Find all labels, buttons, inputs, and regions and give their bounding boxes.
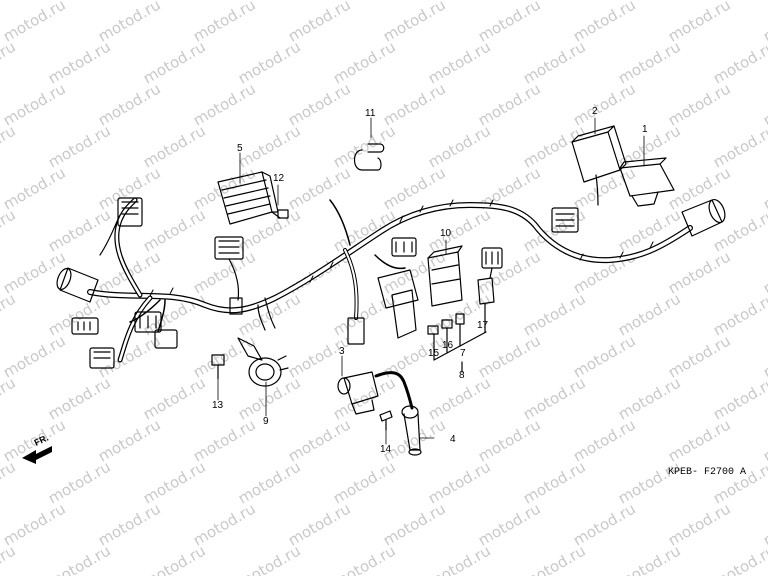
callout-numbers: 1 2 3 4 5 7 8 9 10 11 12 13 14 15 16 17 — [212, 106, 648, 455]
right-end-cap — [681, 198, 726, 237]
relay-10 — [427, 245, 463, 307]
bolt-12 — [271, 209, 289, 219]
left-branch — [99, 197, 166, 363]
callout-17: 17 — [477, 320, 489, 331]
left-connectors — [71, 197, 178, 369]
callout-2: 2 — [592, 106, 598, 117]
horn-9 — [237, 337, 289, 387]
front-arrow-icon — [22, 446, 52, 464]
rubber-mount-1 — [619, 157, 675, 207]
callout-8: 8 — [459, 370, 465, 381]
fuse-set-8 — [427, 277, 495, 373]
callout-15: 15 — [428, 348, 440, 359]
callout-14: 14 — [380, 444, 392, 455]
ignition-coil-3 — [337, 371, 414, 415]
leader-lines — [217, 117, 645, 445]
callout-1: 1 — [642, 124, 648, 135]
callout-11: 11 — [365, 108, 376, 119]
clip-11 — [353, 143, 385, 171]
callout-16: 16 — [442, 340, 454, 351]
screw-14 — [379, 410, 393, 431]
regulator-rectifier — [214, 171, 279, 301]
center-right-connector — [481, 247, 503, 279]
front-marker-label: FR. — [33, 433, 50, 448]
center-branch — [229, 199, 419, 345]
spark-plug-cap-4 — [401, 405, 422, 456]
callout-10: 10 — [440, 228, 452, 239]
main-harness — [87, 199, 693, 314]
left-end-cap — [56, 267, 99, 303]
drawing-code: KPEB- F2700 A — [668, 467, 746, 478]
callout-7: 7 — [460, 348, 466, 359]
callout-13: 13 — [212, 400, 224, 411]
callout-4: 4 — [450, 434, 456, 445]
callout-5: 5 — [237, 143, 243, 154]
callout-9: 9 — [263, 416, 269, 427]
bolt-13 — [211, 354, 225, 380]
callout-3: 3 — [339, 346, 345, 357]
callout-12: 12 — [273, 173, 285, 184]
cdi-unit-2 — [551, 125, 627, 233]
